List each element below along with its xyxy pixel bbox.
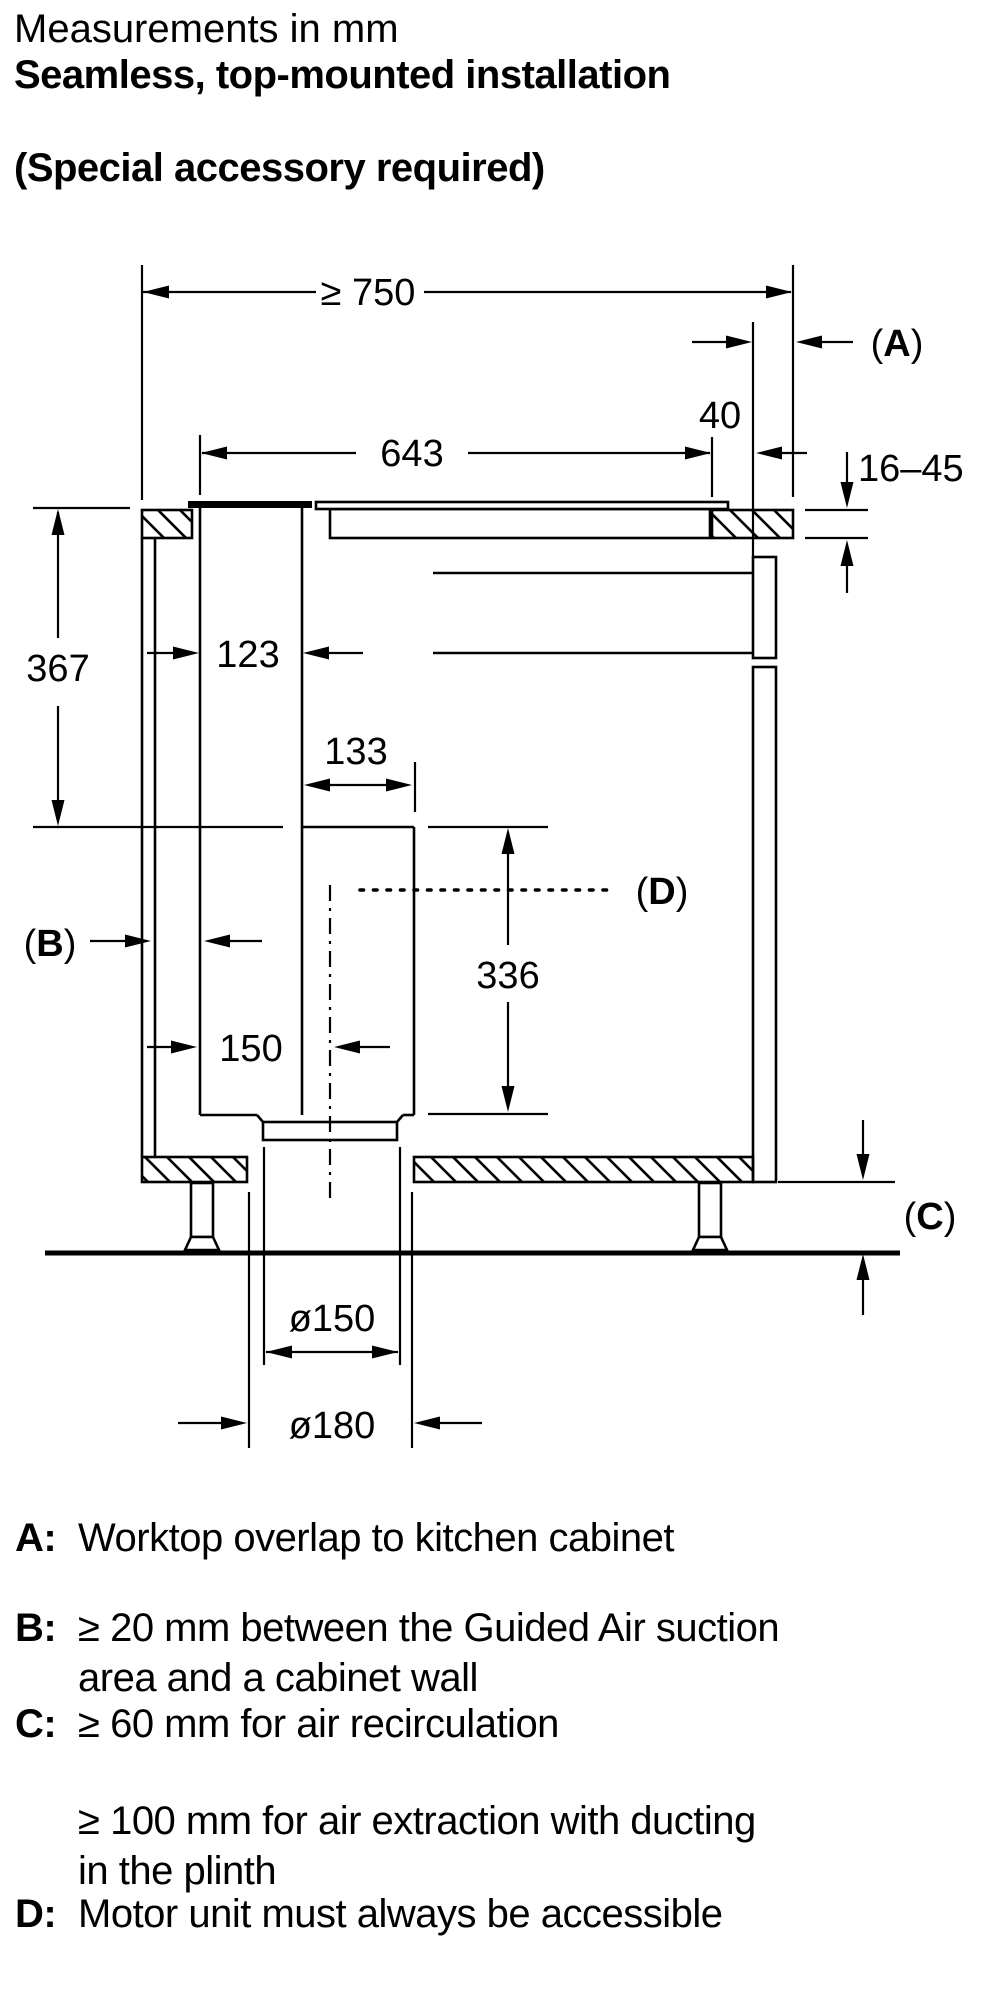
arrowhead-right [386,778,412,792]
dim-label-150: 150 [219,1028,282,1070]
plinth-and-floor [45,1181,900,1256]
right-wall-lower [751,665,778,1184]
dimension-plate-to-cabinet-edge: 40 [699,395,807,460]
dimension-unit-height: 367 [26,506,283,829]
dimension-cabinet-min-width: ≥ 750 [140,265,795,500]
left-foot-base [182,1235,222,1252]
dim-label-336: 336 [476,955,539,997]
callout-d-label: (D) [636,871,689,913]
callout-c-label: (C) [904,1196,957,1238]
callout-c-plinth-height: (C) [778,1120,956,1315]
legend-key-d: D: [15,1892,57,1936]
dimension-duct-diameter-150: ø150 [262,1147,402,1365]
arrowhead-right-pointing [726,335,752,349]
callout-b-label: (B) [24,923,77,965]
arrowhead-up [856,1254,870,1280]
arrowhead-left [143,285,169,299]
dim-label-min-width: ≥ 750 [321,272,416,314]
appliance-glass-plate [314,500,730,511]
arrowhead-down [840,482,854,508]
dim-label-dia150: ø150 [289,1298,376,1340]
dim-label-123: 123 [216,634,279,676]
legend-item-c: C: ≥ 60 mm for air recirculation [15,1699,1000,1749]
arrowhead-right-pointing [221,1416,247,1430]
right-foot-base [690,1235,730,1252]
cabinet-bottom-right-panel [412,1155,755,1184]
arrowhead-left-pointing [303,646,329,660]
legend-item-c-extraction: ≥ 100 mm for air extraction with ducting… [15,1796,1000,1896]
arrowhead-right-pointing [125,934,151,948]
legend-item-b: B: ≥ 20 mm between the Guided Air suctio… [15,1603,1000,1703]
right-foot-stem [697,1181,723,1239]
dim-label-thickness: 16–45 [858,448,964,490]
legend-key-c: C: [15,1702,57,1746]
dim-label-367: 367 [26,648,89,690]
legend-item-a: A: Worktop overlap to kitchen cabinet [15,1513,1000,1563]
arrowhead-right [685,446,711,460]
appliance [188,500,730,1205]
legend-text: Worktop overlap to kitchen cabinet [78,1516,674,1560]
dimension-duct-tower-width: 123 [147,634,363,676]
arrowhead-down [51,800,65,826]
legend-text: Motor unit must always be accessible [78,1892,723,1936]
arrowhead-right-pointing [173,646,199,660]
worktop-middle-section [328,507,712,540]
dim-label-dia180: ø180 [289,1405,376,1447]
arrowhead-left-pointing [756,446,782,460]
appliance-inlet-plate [188,501,312,508]
dimension-motor-unit-width: 133 [304,731,417,812]
arrowhead-left-pointing [796,335,822,349]
legend-text: area and a cabinet wall [78,1656,478,1700]
dimension-motor-unit-height: 336 [428,825,548,1116]
right-wall-upper [751,555,778,660]
kitchen-cabinet [140,538,778,1184]
arrowhead-down [856,1154,870,1180]
arrowhead-left [266,1345,292,1359]
accessory-note: (Special accessory required) [14,146,545,190]
dimension-worktop-overlap-a: (A) [692,322,923,557]
legend-item-d: D: Motor unit must always be accessible [15,1889,1000,1939]
dimension-worktop-thickness: 16–45 [805,448,964,593]
dimension-duct-diameter-180: ø180 [178,1192,482,1448]
cabinet-bottom-left-panel [140,1155,249,1184]
arrowhead-left-pointing [334,1040,360,1054]
arrowhead-right [766,285,792,299]
legend-key-a: A: [15,1516,57,1560]
legend-key-b: B: [15,1606,57,1650]
callout-a-label: (A) [871,323,924,365]
callout-d-motor-access: (D) [358,871,689,913]
left-foot-stem [189,1181,215,1239]
page-subtitle: Seamless, top-mounted installation [14,53,671,97]
legend-text: ≥ 20 mm between the Guided Air suction [78,1606,780,1650]
arrowhead-left [201,446,227,460]
dim-label-40: 40 [699,395,741,437]
dim-label-plate-width: 643 [380,433,443,475]
arrowhead-left-pointing [204,934,230,948]
legend-text: ≥ 100 mm for air extraction with ducting [78,1799,756,1843]
legend-text: in the plinth [78,1849,277,1893]
arrowhead-down [501,1086,515,1112]
dimension-duct-center-offset: 150 [147,1028,390,1070]
worktop [140,507,795,540]
callout-b-suction-gap: (B) [24,923,262,965]
arrowhead-right [372,1345,398,1359]
legend-text: ≥ 60 mm for air recirculation [78,1702,559,1746]
arrowhead-left [304,778,330,792]
arrowhead-right-pointing [171,1040,197,1054]
page-title: Measurements in mm [14,7,399,51]
arrowhead-up [840,540,854,566]
dimension-top-plate-width: 643 [198,433,714,497]
arrowhead-left-pointing [414,1416,440,1430]
dim-label-133: 133 [324,731,387,773]
worktop-left-hatched-section [140,508,194,540]
